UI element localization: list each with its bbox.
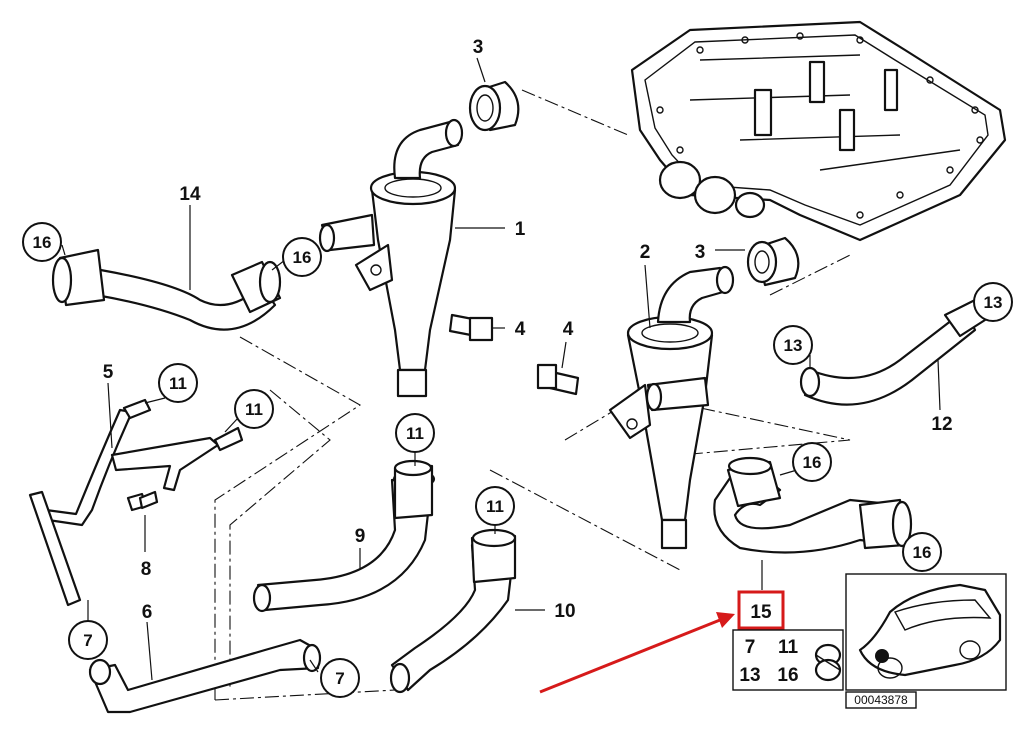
hose-10: [389, 528, 517, 694]
callout-16-right-upper: 16: [792, 442, 832, 482]
pipe-5: [28, 398, 244, 607]
callout-4-left: 4: [563, 319, 574, 340]
callout-1: 1: [515, 219, 526, 240]
oil-separator-1: [318, 118, 464, 398]
svg-text:16: 16: [913, 543, 932, 562]
svg-text:13: 13: [784, 336, 803, 355]
callout-11-b: 11: [234, 389, 274, 429]
location-marker-dot: [875, 649, 889, 663]
callout-16-mid: 16: [282, 237, 322, 277]
svg-text:7: 7: [335, 669, 344, 688]
callout-16-right-lower: 16: [902, 532, 942, 572]
callout-13-right: 13: [973, 282, 1013, 322]
svg-text:13: 13: [984, 293, 1003, 312]
car-location-thumbnail: 00043878: [845, 573, 1007, 709]
svg-text:11: 11: [245, 400, 263, 419]
svg-text:11: 11: [486, 497, 504, 516]
hose-12: [799, 298, 987, 406]
grommet-3-upper: [468, 80, 520, 132]
kit-15-highlight: [737, 590, 785, 630]
kit-item-13: 13: [739, 665, 760, 686]
svg-text:7: 7: [83, 631, 92, 650]
pipe-6: [88, 638, 322, 714]
svg-text:16: 16: [803, 453, 822, 472]
svg-text:16: 16: [293, 248, 312, 267]
bolt-4-right: [448, 313, 494, 342]
kit-item-7: 7: [745, 637, 756, 658]
callouts: 3 1 2 3 4 4 14 5 8 6 9 10 12: [103, 37, 953, 623]
kit-item-16: 16: [777, 665, 798, 686]
callout-12: 12: [931, 414, 952, 435]
callout-4-right: 4: [515, 319, 526, 340]
callout-3-top: 3: [473, 37, 484, 58]
hose-14: [51, 248, 282, 331]
callout-6: 6: [142, 602, 153, 623]
circled-callouts: 16 16 16 16 11 11 11 11: [22, 222, 1013, 698]
callout-5: 5: [103, 362, 114, 383]
bolt-4-left: [536, 363, 580, 396]
valve-cover: [630, 20, 1007, 242]
oil-separator-2: [608, 265, 735, 550]
callout-7-left: 7: [68, 620, 108, 660]
kit-15-number: 15: [750, 602, 772, 623]
callout-7-mid: 7: [320, 658, 360, 698]
svg-text:16: 16: [33, 233, 52, 252]
callout-3-right: 3: [695, 242, 706, 263]
red-arrow: [539, 612, 735, 694]
callout-10: 10: [554, 601, 575, 622]
hose-9: [252, 459, 436, 613]
callout-2: 2: [640, 242, 651, 263]
kit-item-11: 11: [778, 637, 799, 658]
grommet-3-lower: [746, 236, 800, 287]
svg-text:11: 11: [169, 374, 187, 393]
screw-8: [126, 490, 159, 512]
callout-9: 9: [355, 526, 366, 547]
hose-15: [713, 456, 913, 554]
callout-16-left: 16: [22, 222, 62, 262]
callout-14: 14: [179, 184, 201, 205]
hose-clamp-icon: [814, 643, 842, 682]
svg-text:11: 11: [406, 424, 424, 443]
kit-15-box: 15 7 11 13 16: [732, 590, 844, 691]
callout-11-d: 11: [475, 486, 515, 526]
callout-11-a: 11: [158, 363, 198, 403]
callout-8: 8: [141, 559, 152, 580]
callout-13-left: 13: [773, 325, 813, 365]
diagram-code: 00043878: [854, 693, 908, 707]
callout-11-c: 11: [395, 413, 435, 453]
dashed-reference-lines: [214, 89, 851, 701]
